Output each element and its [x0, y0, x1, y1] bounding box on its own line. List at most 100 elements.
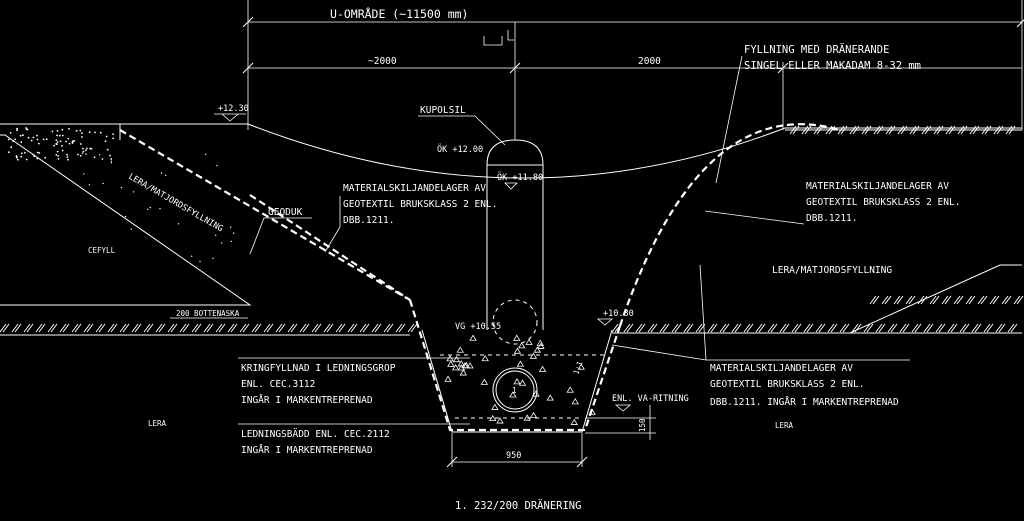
- stipple-dot: [25, 127, 27, 129]
- aggregate-triangle: [452, 356, 461, 363]
- stipple-dot: [36, 138, 39, 141]
- hatch-stroke: [864, 125, 872, 135]
- hatch-stroke: [74, 323, 82, 333]
- clay-fill-label-right: LERA/MATJORDSFYLLNING: [772, 265, 892, 276]
- hatch-stroke: [359, 323, 367, 333]
- stipple-dot: [36, 134, 38, 137]
- hatch-stroke: [371, 323, 379, 333]
- aggregate-triangle: [536, 339, 545, 346]
- hatch-stroke: [146, 323, 154, 333]
- hatch-stroke: [815, 323, 823, 333]
- hatch-stroke: [941, 295, 949, 305]
- hatch-stroke: [155, 323, 163, 333]
- stipple-dot: [68, 142, 71, 145]
- stipple-dot: [177, 223, 180, 225]
- hatch-stroke: [849, 125, 857, 135]
- hatch-stroke: [635, 323, 643, 333]
- hatch-stroke: [314, 323, 322, 333]
- stipple-dot: [81, 136, 83, 138]
- hatch-stroke: [992, 295, 1000, 305]
- hatch-stroke: [386, 323, 394, 333]
- stipple-dot: [7, 138, 10, 141]
- aggregate-triangle: [546, 394, 554, 401]
- hatch-stroke: [1004, 295, 1012, 305]
- trench-fill-aggregate: [444, 334, 596, 425]
- hatch-stroke: [14, 323, 22, 333]
- hatch-stroke: [98, 323, 106, 333]
- hatch-stroke: [374, 323, 382, 333]
- hatch-stroke: [170, 323, 178, 333]
- stipple-dot: [205, 153, 207, 155]
- hatch-stroke: [662, 323, 670, 333]
- hatch-stroke: [659, 323, 667, 333]
- hatch-stroke: [86, 323, 94, 333]
- clay-fill-boundary: [119, 129, 411, 301]
- hatch-stroke: [263, 323, 271, 333]
- stipple-dot: [110, 162, 113, 164]
- pipe-fill-line2: ENL. CEC.3112: [241, 379, 315, 390]
- hatch-stroke: [893, 295, 901, 305]
- hatch-stroke: [671, 323, 679, 333]
- stipple-dot: [20, 141, 23, 144]
- hatch-stroke: [950, 323, 958, 333]
- hatch-stroke: [974, 323, 982, 333]
- hatch-stroke: [623, 323, 631, 333]
- aggregate-triangle: [537, 342, 545, 349]
- aggregate-triangle: [570, 418, 578, 425]
- hatch-stroke: [38, 323, 46, 333]
- stipple-dot: [77, 153, 79, 156]
- hatch-stroke: [830, 323, 838, 333]
- hatch-stroke: [977, 295, 985, 305]
- hatch-stroke: [134, 323, 142, 333]
- hatch-stroke: [962, 323, 970, 333]
- aggregate-triangle: [538, 365, 547, 372]
- hatch-stroke: [842, 323, 850, 333]
- stipple-dot: [58, 134, 61, 137]
- hatch-stroke: [407, 323, 415, 333]
- hatch-stroke: [869, 295, 877, 305]
- aggregate-triangle: [451, 364, 460, 371]
- pipe-trench: [408, 299, 622, 433]
- aggregate-triangle: [525, 338, 533, 345]
- hatch-stroke: [71, 323, 79, 333]
- stipple-dot: [10, 146, 13, 149]
- aggregate-triangle: [489, 414, 497, 422]
- hatch-stroke: [993, 125, 1001, 135]
- stipple-dot: [66, 156, 69, 158]
- separation-right-line3: DBB.1211.: [806, 213, 857, 224]
- hatch-stroke: [242, 323, 250, 333]
- stipple-dot: [53, 144, 55, 147]
- level-marker-left: [214, 113, 246, 122]
- hatch-stroke: [932, 295, 940, 305]
- separation-left-line3: DBB.1211.: [343, 215, 394, 226]
- geoduk-leader: [249, 217, 265, 255]
- stipple-dot: [83, 173, 85, 175]
- aggregate-triangle: [457, 364, 466, 371]
- aggregate-triangle: [517, 342, 526, 349]
- right-width-dimension: 2000: [638, 56, 661, 67]
- stipple-dot: [130, 228, 132, 230]
- stipple-dot: [61, 149, 64, 152]
- hatch-stroke: [851, 323, 859, 333]
- geotextile-left: [249, 194, 411, 301]
- geotextile-right: [618, 123, 841, 327]
- stipple-dot: [110, 160, 113, 162]
- hatch-stroke: [278, 323, 286, 333]
- geoduk-label: GEODUK: [268, 207, 303, 218]
- stipple-dot: [159, 208, 161, 210]
- trench-edge-level: +10.80: [603, 309, 634, 319]
- hatch-stroke: [218, 323, 226, 333]
- hatch-stroke: [275, 323, 283, 333]
- hatch-stroke: [143, 323, 151, 333]
- hatch-stroke: [323, 323, 331, 333]
- hatch-stroke: [909, 125, 917, 135]
- stipple-dot: [25, 158, 28, 161]
- stipple-dot: [24, 151, 26, 154]
- aggregate-triangle: [481, 354, 489, 362]
- hatch-stroke: [905, 295, 913, 305]
- hatch-stroke: [936, 125, 944, 135]
- hatch-stroke: [719, 323, 727, 333]
- stipple-dot: [88, 184, 91, 186]
- gravel-stipple: [7, 127, 235, 263]
- stipple-dot: [56, 134, 58, 137]
